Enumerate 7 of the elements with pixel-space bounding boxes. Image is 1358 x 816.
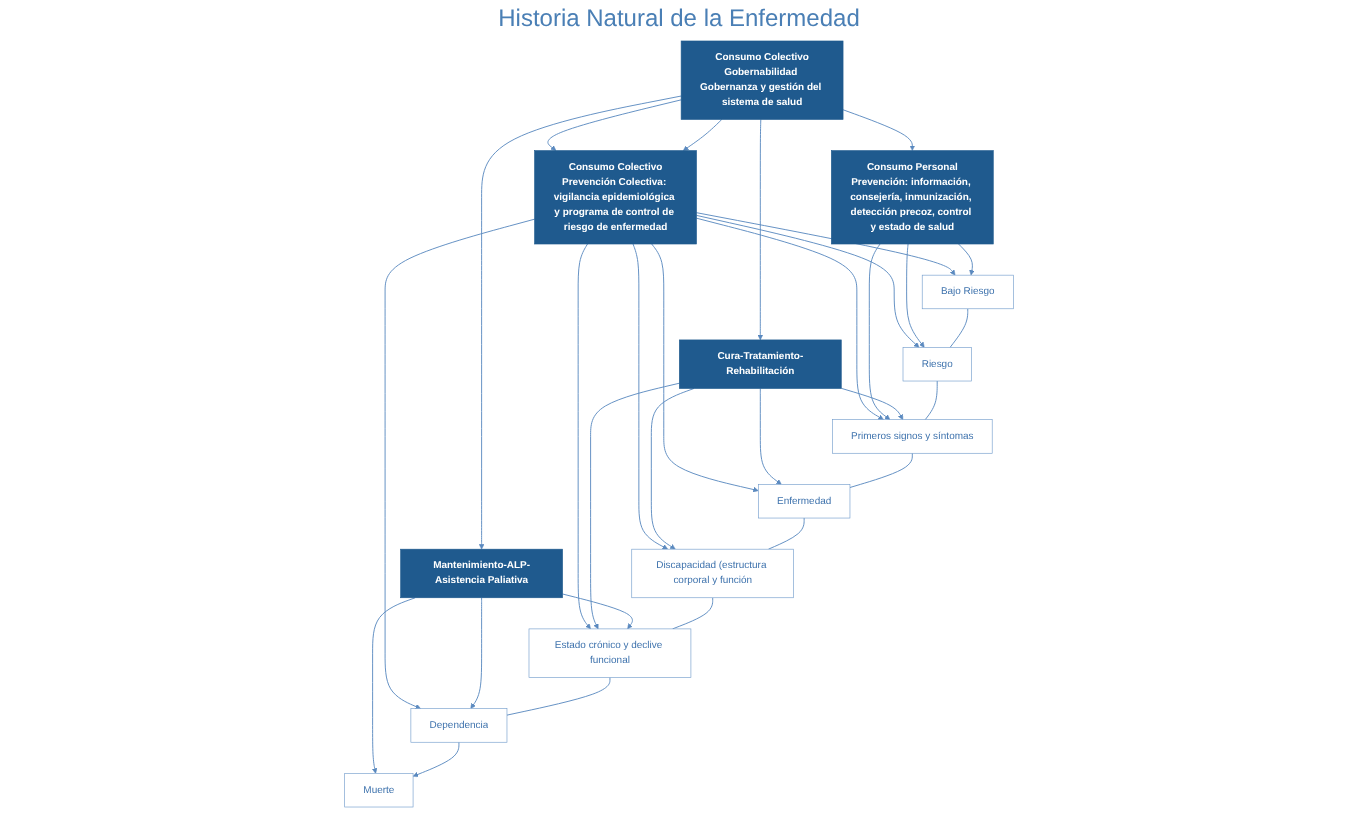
connector bbox=[506, 677, 611, 716]
connector bbox=[924, 380, 938, 421]
connector bbox=[849, 452, 913, 488]
heading-text: Historia Natural de la Enfermedad bbox=[498, 4, 860, 32]
connector bbox=[767, 517, 805, 550]
connector bbox=[672, 597, 714, 630]
connector bbox=[949, 308, 969, 348]
